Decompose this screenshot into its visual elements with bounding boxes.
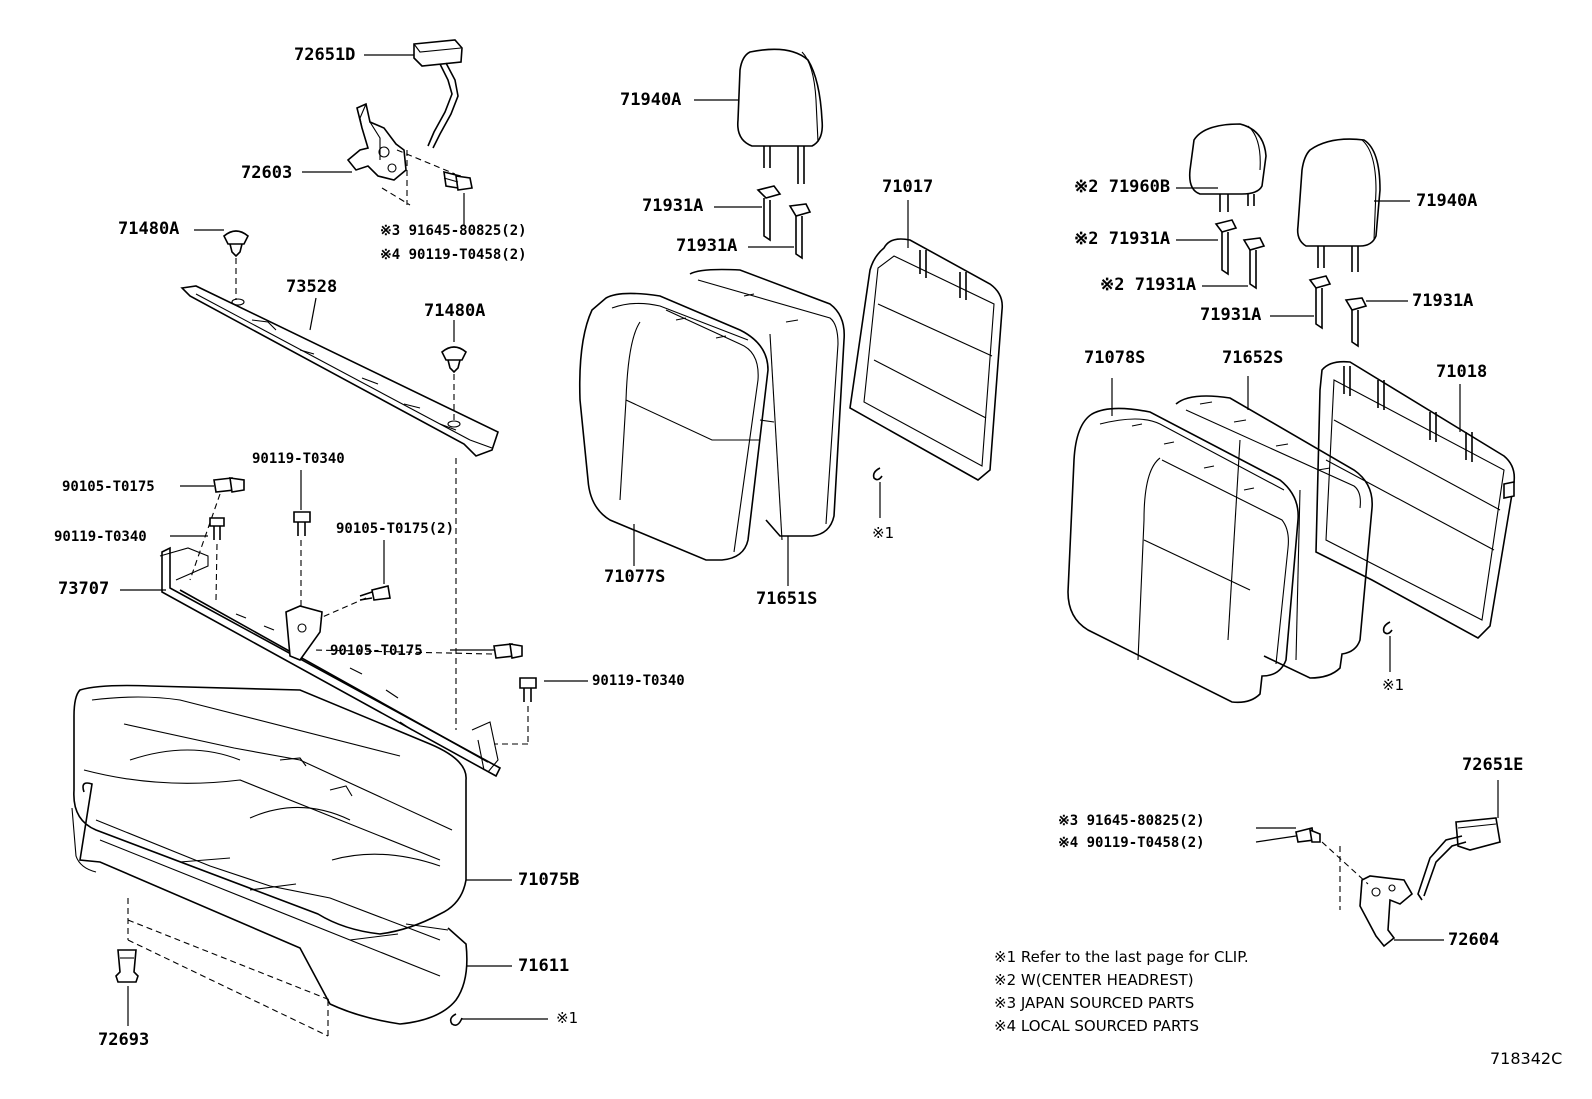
lock-striker-72651e-drawing	[1417, 817, 1501, 901]
label-71018: 71018	[1436, 362, 1488, 382]
bracket-72604-drawing	[1359, 875, 1414, 948]
label-91645-bottom: ※3 91645-80825(2)	[1058, 813, 1205, 829]
label-clip-right: ※1	[1382, 676, 1405, 694]
guide-71931a-r1-drawing	[1214, 219, 1238, 276]
label-71652s: 71652S	[1222, 348, 1284, 368]
label-90105-t0175-b: 90105-T0175	[330, 643, 423, 659]
clip-ring-bottom-drawing	[449, 1013, 463, 1026]
bolt-91645-top-drawing	[443, 170, 473, 191]
note-center-headrest: ※2 W(CENTER HEADREST)	[994, 971, 1194, 989]
note-clip: ※1 Refer to the last page for CLIP.	[994, 948, 1249, 966]
label-71931a-l1: 71931A	[642, 196, 704, 216]
label-90119-t0340-a: 90119-T0340	[252, 451, 345, 467]
label-72693: 72693	[98, 1030, 150, 1050]
label-71078s: 71078S	[1084, 348, 1146, 368]
seat-cushion-pad-71611-drawing	[71, 782, 468, 1025]
label-73528: 73528	[286, 277, 338, 297]
note-local-sourced: ※4 LOCAL SOURCED PARTS	[994, 1017, 1199, 1035]
label-72651e: 72651E	[1462, 755, 1524, 775]
label-clip-bottom: ※1	[556, 1009, 579, 1027]
seatback-frame-71017-drawing	[849, 238, 1004, 481]
label-90119-t0340-c: 90119-T0340	[592, 673, 685, 689]
center-headrest-71960b-drawing	[1188, 123, 1267, 212]
label-71931a-l2: 71931A	[676, 236, 738, 256]
guide-71931a-r3-drawing	[1308, 275, 1332, 330]
seat-rail-73528-drawing	[180, 285, 499, 457]
seatback-cover-71077s-drawing	[578, 292, 769, 561]
seatback-cover-71651s-drawing	[689, 268, 846, 541]
label-73707: 73707	[58, 579, 110, 599]
label-90105-t0175-2: 90105-T0175(2)	[336, 521, 455, 537]
label-71480a-mid: 71480A	[424, 301, 486, 321]
label-71960b: ※2 71960B	[1074, 177, 1171, 197]
bolt-91645-bottom-drawing	[1295, 827, 1321, 843]
clip-71480a-left-drawing	[223, 230, 249, 258]
headrest-71940a-right-drawing	[1296, 138, 1381, 272]
headrest-71940a-left-drawing	[736, 48, 824, 184]
guide-71931a-left2-drawing	[788, 203, 812, 260]
seatback-frame-71018-drawing	[1315, 360, 1516, 639]
label-71017: 71017	[882, 177, 934, 197]
seatback-cover-71652s-drawing	[1175, 395, 1373, 679]
clip-ring-right-drawing	[1382, 621, 1393, 635]
guide-71931a-left1-drawing	[756, 185, 782, 242]
guide-71931a-r4-drawing	[1344, 297, 1368, 348]
seatback-cover-71078s-drawing	[1067, 407, 1299, 704]
note-japan-sourced: ※3 JAPAN SOURCED PARTS	[994, 994, 1195, 1012]
label-71931a-r4: 71931A	[1412, 291, 1474, 311]
label-90119-t0458-bottom: ※4 90119-T0458(2)	[1058, 835, 1205, 851]
label-71480a-left: 71480A	[118, 219, 180, 239]
seat-cushion-cover-71075b-drawing	[73, 684, 467, 935]
label-90105-t0175-a: 90105-T0175	[62, 479, 155, 495]
bolt-90105-a-drawing	[213, 477, 245, 493]
bolt-90105-2-drawing	[359, 585, 391, 601]
clip-72693-drawing	[115, 949, 139, 983]
label-71931a-r2: ※2 71931A	[1100, 275, 1197, 295]
label-72603: 72603	[241, 163, 293, 183]
label-71940a-left: 71940A	[620, 90, 682, 110]
label-clip-mid: ※1	[872, 524, 895, 542]
clip-ring-mid-drawing	[872, 467, 883, 481]
label-71075b: 71075B	[518, 870, 580, 890]
label-72604: 72604	[1448, 930, 1500, 950]
label-90119-t0340-b: 90119-T0340	[54, 529, 147, 545]
clip-71480a-mid-drawing	[441, 346, 467, 374]
label-71931a-r1: ※2 71931A	[1074, 229, 1171, 249]
label-71077s: 71077S	[604, 567, 666, 587]
diagram-id: 718342C	[1490, 1049, 1563, 1068]
bolt-90105-b-drawing	[493, 643, 523, 659]
bracket-72603-drawing	[346, 102, 407, 181]
label-71931a-r3: 71931A	[1200, 305, 1262, 325]
lock-striker-72651d-drawing	[413, 39, 463, 149]
guide-71931a-r2-drawing	[1242, 237, 1266, 290]
label-71611: 71611	[518, 956, 570, 976]
label-90119-t0458-top: ※4 90119-T0458(2)	[380, 247, 527, 263]
label-71940a-right: 71940A	[1416, 191, 1478, 211]
bolt-90119-a-drawing	[209, 517, 225, 540]
bolt-90119-c-drawing	[519, 677, 537, 702]
label-91645-top: ※3 91645-80825(2)	[380, 223, 527, 239]
bolt-90119-b-drawing	[293, 511, 311, 536]
label-71651s: 71651S	[756, 589, 818, 609]
frame-73707-drawing	[159, 546, 502, 778]
label-72651d: 72651D	[294, 45, 356, 65]
